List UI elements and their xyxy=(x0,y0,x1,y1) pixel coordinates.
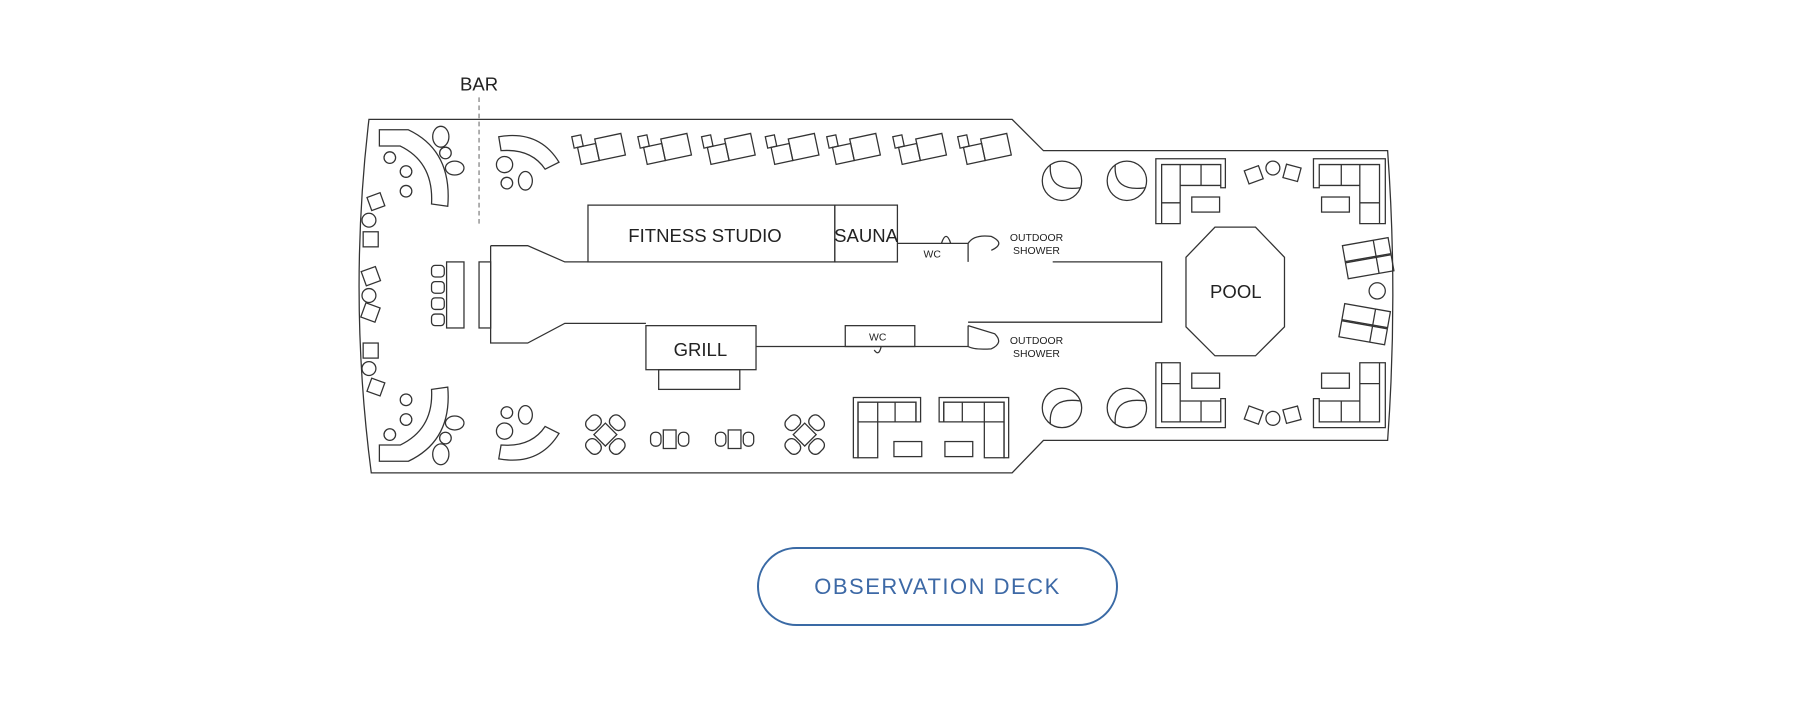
grill-label: GRILL xyxy=(674,339,728,360)
lounge-sofas-right xyxy=(1155,158,1395,429)
outdoor-shower-bottom-label-2: SHOWER xyxy=(1013,349,1060,360)
corridor-walls xyxy=(756,235,1163,354)
wc-top-label: WC xyxy=(923,249,941,260)
left-side-chairs xyxy=(359,191,386,397)
bar-counter-bottom xyxy=(378,386,465,466)
outdoor-shower-top-label-1: OUTDOOR xyxy=(1010,233,1064,244)
sauna-room xyxy=(834,204,899,263)
wc-bottom-label: WC xyxy=(869,333,887,344)
grill-counter xyxy=(658,369,741,391)
outdoor-shower-top-label-2: SHOWER xyxy=(1013,246,1060,257)
outdoor-shower-bottom-label-1: OUTDOOR xyxy=(1010,336,1064,347)
curved-bench-bottom xyxy=(495,404,560,461)
curved-bench-top xyxy=(495,134,560,191)
hull-outline xyxy=(358,118,1394,474)
fitness-studio-label: FITNESS STUDIO xyxy=(628,225,781,246)
bar-label: BAR xyxy=(460,73,498,94)
wc-bottom-room xyxy=(844,325,916,348)
sauna-label: SAUNA xyxy=(834,225,898,246)
pool xyxy=(1185,226,1286,357)
dining-tables-bottom xyxy=(585,414,826,455)
center-bar xyxy=(430,245,646,344)
observation-deck-button[interactable]: OBSERVATION DECK xyxy=(757,547,1118,626)
round-chairs xyxy=(1041,160,1148,429)
bar-counter-top xyxy=(378,125,465,208)
sun-loungers-top xyxy=(571,132,1013,166)
sofa-sets-bottom xyxy=(852,396,1010,459)
pool-label: POOL xyxy=(1210,281,1262,302)
